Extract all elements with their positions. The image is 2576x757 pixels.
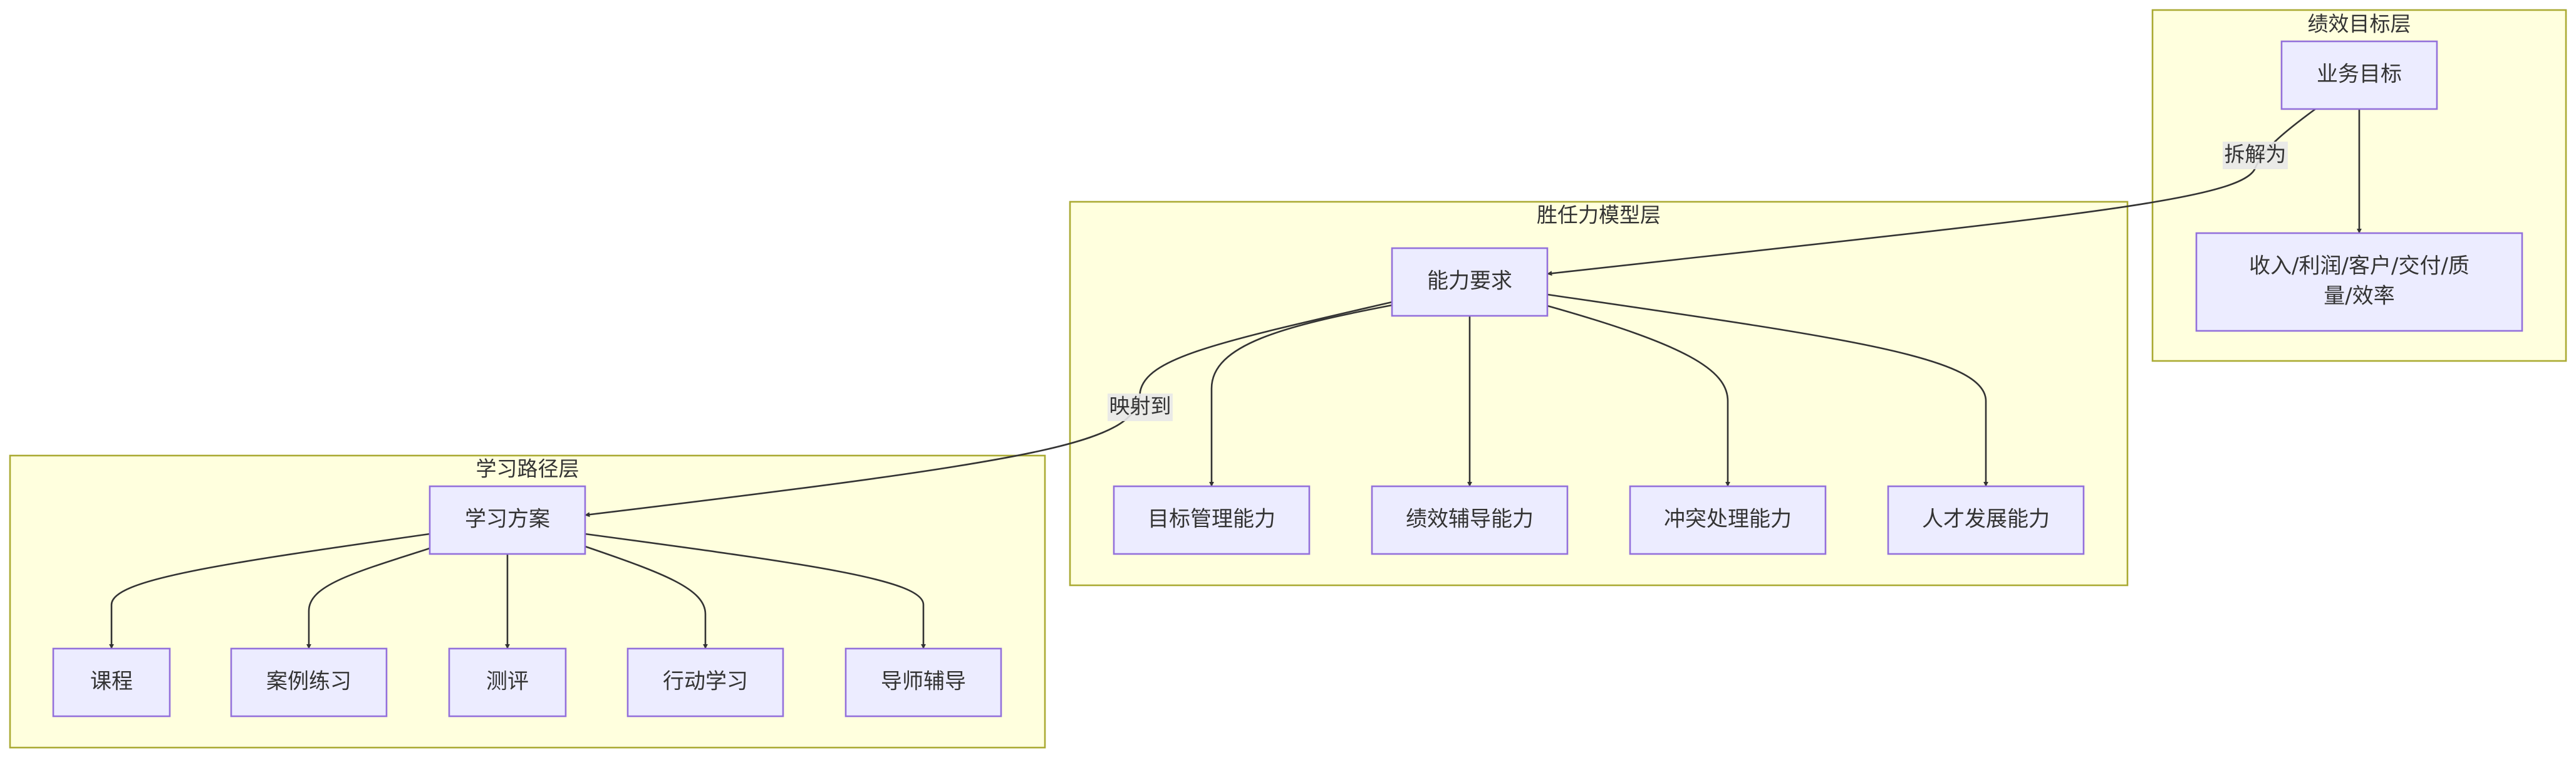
edge-plan-to-case [306, 547, 430, 649]
node-kpis[interactable]: 收入/利润/客户/交付/质 量/效率 [2195, 232, 2523, 332]
node-goal-management[interactable]: 目标管理能力 [1113, 485, 1311, 555]
edge-plan-to-mentor [584, 533, 926, 649]
edge-ability-to-talent-dev [1547, 293, 1988, 487]
node-learning-plan[interactable]: 学习方案 [428, 485, 586, 555]
node-conflict-handling-label: 冲突处理能力 [1664, 507, 1792, 532]
node-conflict-handling[interactable]: 冲突处理能力 [1629, 485, 1827, 555]
edge-label-decompose-text: 拆解为 [2225, 142, 2287, 167]
node-goal-management-label: 目标管理能力 [1148, 507, 1275, 532]
node-learning-plan-label: 学习方案 [465, 507, 550, 532]
node-kpis-label-line1: 收入/利润/客户/交付/质 [2249, 254, 2470, 279]
edge-plan-to-course [109, 533, 430, 649]
node-mentor-coaching[interactable]: 导师辅导 [844, 647, 1002, 718]
edge-plan-to-action [584, 545, 708, 649]
node-assessment-label: 测评 [486, 669, 529, 694]
node-performance-coaching-label: 绩效辅导能力 [1406, 507, 1534, 532]
edge-ability-to-goal-mgmt [1209, 304, 1393, 487]
node-course[interactable]: 课程 [52, 647, 171, 718]
node-business-goal[interactable]: 业务目标 [2280, 40, 2438, 110]
node-performance-coaching[interactable]: 绩效辅导能力 [1371, 485, 1569, 555]
node-ability-requirement-label: 能力要求 [1427, 269, 1512, 294]
node-mentor-coaching-label: 导师辅导 [881, 669, 966, 694]
node-kpis-label-line2: 量/效率 [2324, 284, 2394, 309]
cluster-label-competency: 胜任力模型层 [1537, 203, 1661, 227]
node-case-practice-label: 案例练习 [266, 669, 351, 694]
node-action-learning-label: 行动学习 [663, 669, 748, 694]
edge-label-map-to-text: 映射到 [1109, 394, 1171, 419]
cluster-label-learning: 学习路径层 [476, 457, 579, 481]
node-talent-development[interactable]: 人才发展能力 [1887, 485, 2085, 555]
node-talent-development-label: 人才发展能力 [1922, 507, 2050, 532]
node-business-goal-label: 业务目标 [2317, 62, 2402, 87]
cluster-label-performance: 绩效目标层 [2308, 12, 2411, 36]
node-assessment[interactable]: 测评 [448, 647, 567, 718]
node-action-learning[interactable]: 行动学习 [626, 647, 784, 718]
node-course-label: 课程 [90, 669, 133, 694]
node-case-practice[interactable]: 案例练习 [230, 647, 388, 718]
edge-label-decompose: 拆解为 [2223, 142, 2288, 169]
node-ability-requirement[interactable]: 能力要求 [1391, 247, 1549, 317]
edge-ability-to-conflict [1547, 305, 1730, 487]
edge-label-map-to: 映射到 [1108, 394, 1173, 421]
